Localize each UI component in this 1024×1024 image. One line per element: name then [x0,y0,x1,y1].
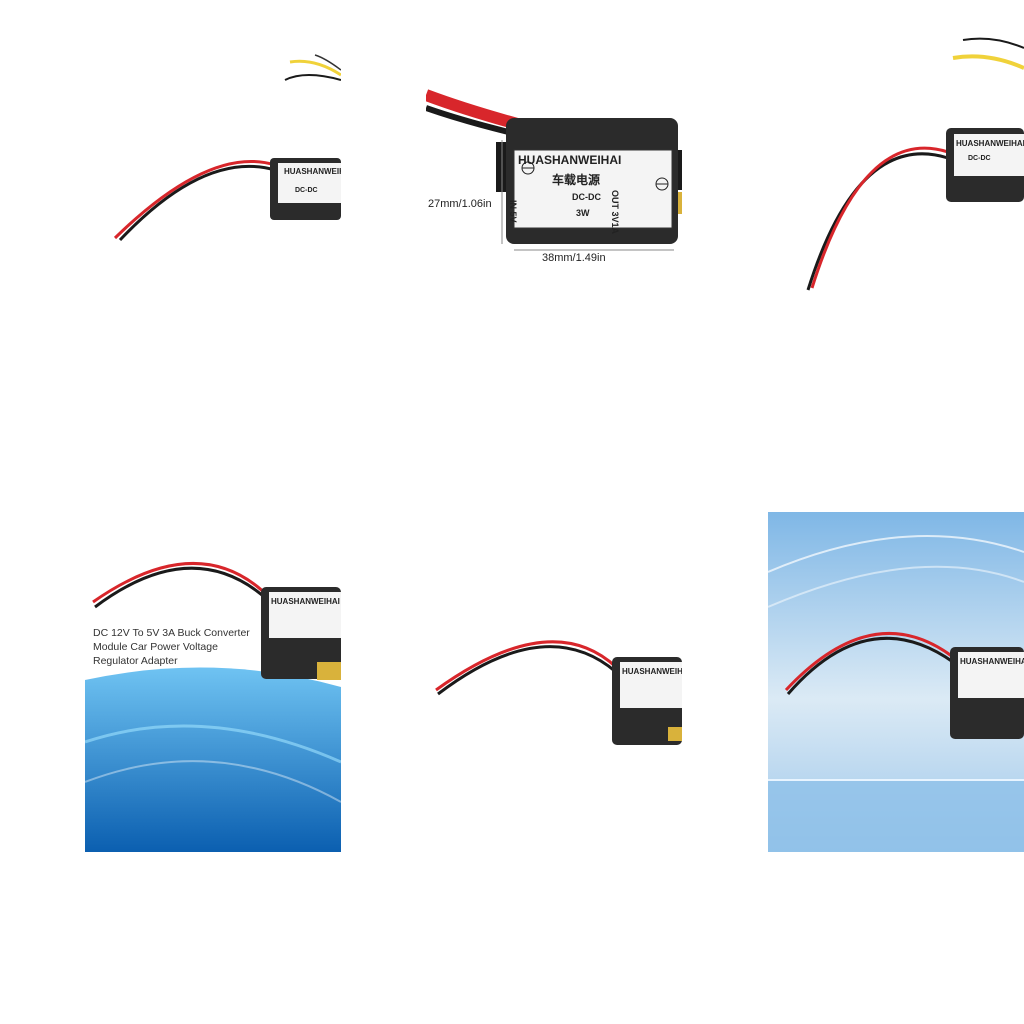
caption-line-3: Regulator Adapter [93,655,178,667]
svg-text:DC-DC: DC-DC [968,155,991,162]
module-output-text: OUT 3V1A [610,190,620,235]
product-photo-2: HUASHANWEIHAI DC-DC [768,0,1024,340]
caption-line-1: DC 12V To 5V 3A Buck Converter [93,627,250,639]
svg-text:HUASHANWEIHAI: HUASHANWEIHAI [960,657,1024,666]
product-photo-dimensions: HUASHANWEIHAI 车载电源 DC-DC 3W IN 5V OUT 3V… [426,0,682,340]
module-input-text: IN 5V [508,200,518,223]
module-power-text: 3W [576,208,590,218]
product-banner-blue: HUASHANWEIHAI DC 12V To 5V 3A Buck Conve… [85,512,341,852]
product-photo-1: HUASHANWEIHAI DC-DC [85,0,341,340]
svg-text:DC-DC: DC-DC [295,187,318,194]
dimension-height-label: 27mm/1.06in [428,198,492,210]
svg-text:HUASHANWEIHAI: HUASHANWEIHAI [622,667,682,676]
module-chinese-label: 车载电源 [552,172,600,187]
product-caption: DC 12V To 5V 3A Buck Converter Module Ca… [93,626,263,668]
module-type-text: DC-DC [572,192,601,202]
product-photo-sky: HUASHANWEIHAI [768,512,1024,852]
svg-text:HUASHANWEIHAI: HUASHANWEIHAI [271,597,340,606]
module-brand-text: HUASHANWEIHAI [518,153,621,167]
dimension-width-label: 38mm/1.49in [542,252,606,264]
svg-text:HUASHANWEIHAI: HUASHANWEIHAI [956,139,1024,148]
product-photo-3: HUASHANWEIHAI [426,512,682,852]
caption-line-2: Module Car Power Voltage [93,641,218,653]
svg-text:HUASHANWEIHAI: HUASHANWEIHAI [284,167,341,176]
